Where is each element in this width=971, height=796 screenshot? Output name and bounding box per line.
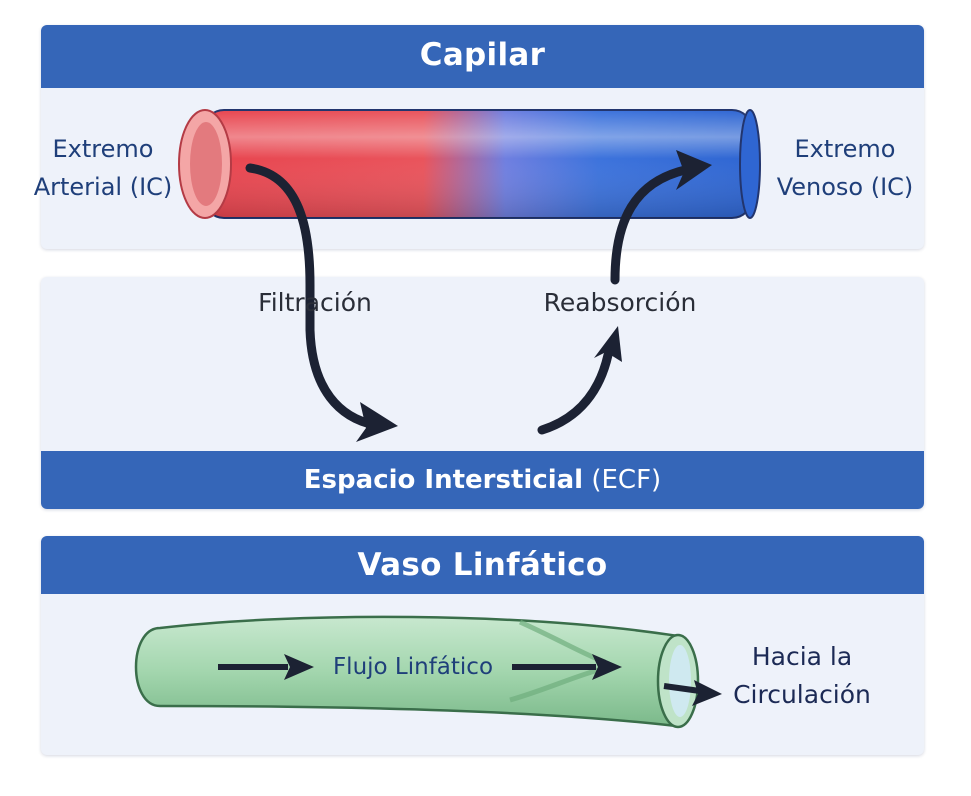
interstitial-suffix: (ECF) — [591, 465, 662, 495]
to-circulation-label: Hacia la Circulación — [722, 638, 882, 714]
capillary-title: Capilar — [41, 25, 924, 88]
venous-end-line2: Venoso (IC) — [776, 173, 914, 201]
lymph-flow-label: Flujo Linfático — [332, 654, 494, 680]
to-circulation-line1: Hacia la — [751, 642, 853, 671]
reabsorption-label: Reabsorción — [543, 288, 697, 317]
venous-end-line1: Extremo — [794, 135, 896, 163]
arterial-end-line2: Arterial (IC) — [33, 173, 173, 201]
lymphatic-title: Vaso Linfático — [41, 536, 924, 594]
interstitial-bar: Espacio Intersticial (ECF) — [41, 451, 924, 509]
filtration-label: Filtración — [258, 288, 372, 317]
interstitial-title: Espacio Intersticial — [303, 465, 584, 495]
arterial-end-line1: Extremo — [52, 135, 154, 163]
arterial-end-label: Extremo Arterial (IC) — [28, 130, 178, 206]
interstitial-panel: Espacio Intersticial (ECF) — [41, 277, 924, 509]
to-circulation-line2: Circulación — [733, 680, 871, 709]
venous-end-label: Extremo Venoso (IC) — [770, 130, 920, 206]
